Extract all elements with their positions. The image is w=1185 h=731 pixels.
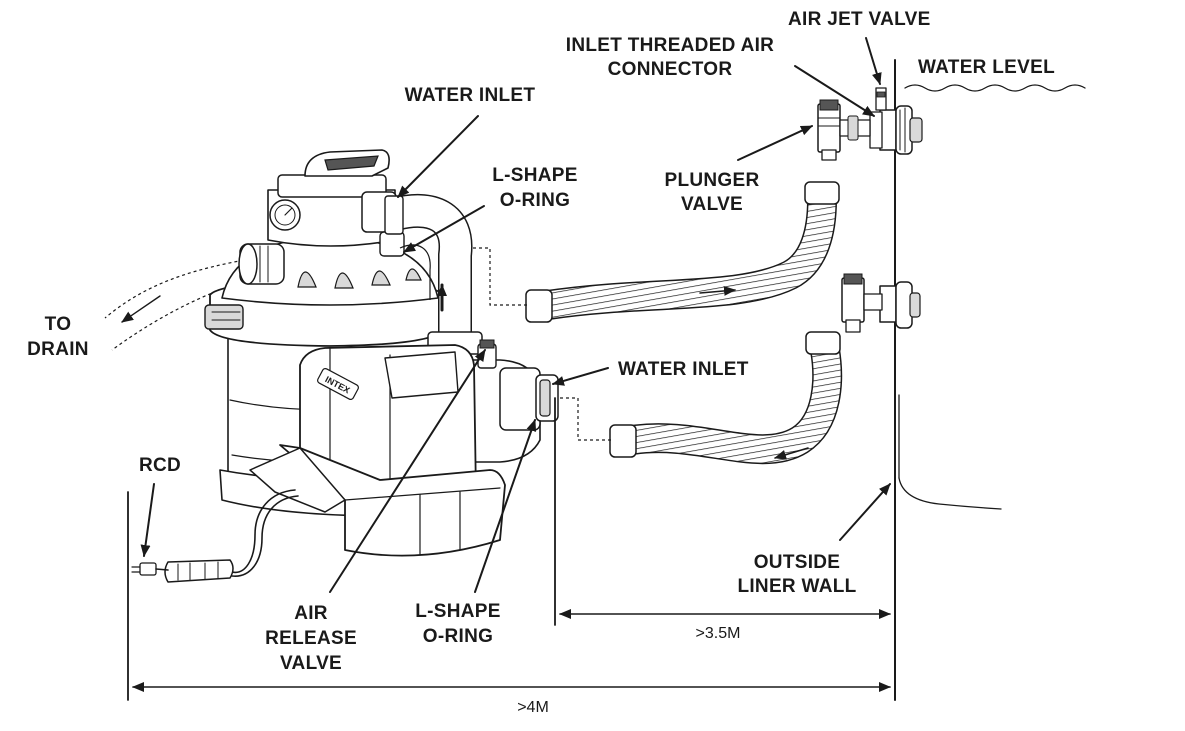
label-plunger-valve-line1: PLUNGER: [665, 170, 760, 191]
air-jet-valve-part: [875, 87, 887, 111]
pool-wall: [894, 59, 900, 701]
upper-plunger-valve: [817, 99, 871, 161]
label-water-level: WATER LEVEL: [918, 57, 1055, 78]
dimension-pump-to-wall: >3.5M: [696, 625, 741, 642]
dimension-lines: [127, 397, 891, 701]
label-l-shape-oring-top-line1: L-SHAPE: [492, 165, 578, 186]
callout-arrows: [140, 37, 891, 593]
label-inlet-threaded-air-connector-line2: CONNECTOR: [608, 59, 733, 80]
label-air-release-valve-line3: VALVE: [280, 653, 342, 674]
label-outside-liner-wall-line1: OUTSIDE: [754, 552, 841, 573]
upper-wall-fitting: [869, 105, 923, 155]
label-to-drain-line1: TO: [45, 314, 72, 335]
label-l-shape-oring-bottom-line2: O-RING: [423, 626, 493, 647]
lower-plunger-valve: [841, 273, 883, 333]
dimension-rcd-to-wall: >4M: [517, 699, 549, 716]
upper-dashed-connection: [455, 247, 528, 306]
upper-hose: [525, 181, 840, 323]
label-air-release-valve-line1: AIR: [294, 603, 328, 624]
label-outside-liner-wall-line2: LINER WALL: [737, 576, 856, 597]
rcd-device: [131, 559, 234, 583]
label-plunger-valve-line2: VALVE: [681, 194, 743, 215]
outside-liner-curve: [898, 477, 1002, 510]
label-to-drain-line2: DRAIN: [27, 339, 89, 360]
label-water-inlet-top: WATER INLET: [405, 85, 536, 106]
sand-filter-pump: INTEX: [204, 149, 559, 577]
label-l-shape-oring-bottom-line1: L-SHAPE: [415, 601, 501, 622]
label-air-jet-valve: AIR JET VALVE: [788, 9, 931, 30]
label-rcd: RCD: [139, 455, 181, 476]
label-water-inlet-side: WATER INLET: [618, 359, 749, 380]
lower-dashed-connection: [560, 397, 612, 441]
lower-hose: [609, 331, 843, 465]
lower-wall-fitting: [879, 281, 921, 329]
label-l-shape-oring-top-line2: O-RING: [500, 190, 570, 211]
water-level-line: [904, 84, 1086, 92]
label-inlet-threaded-air-connector-line1: INLET THREADED AIR: [566, 35, 774, 56]
label-air-release-valve-line2: RELEASE: [265, 628, 357, 649]
